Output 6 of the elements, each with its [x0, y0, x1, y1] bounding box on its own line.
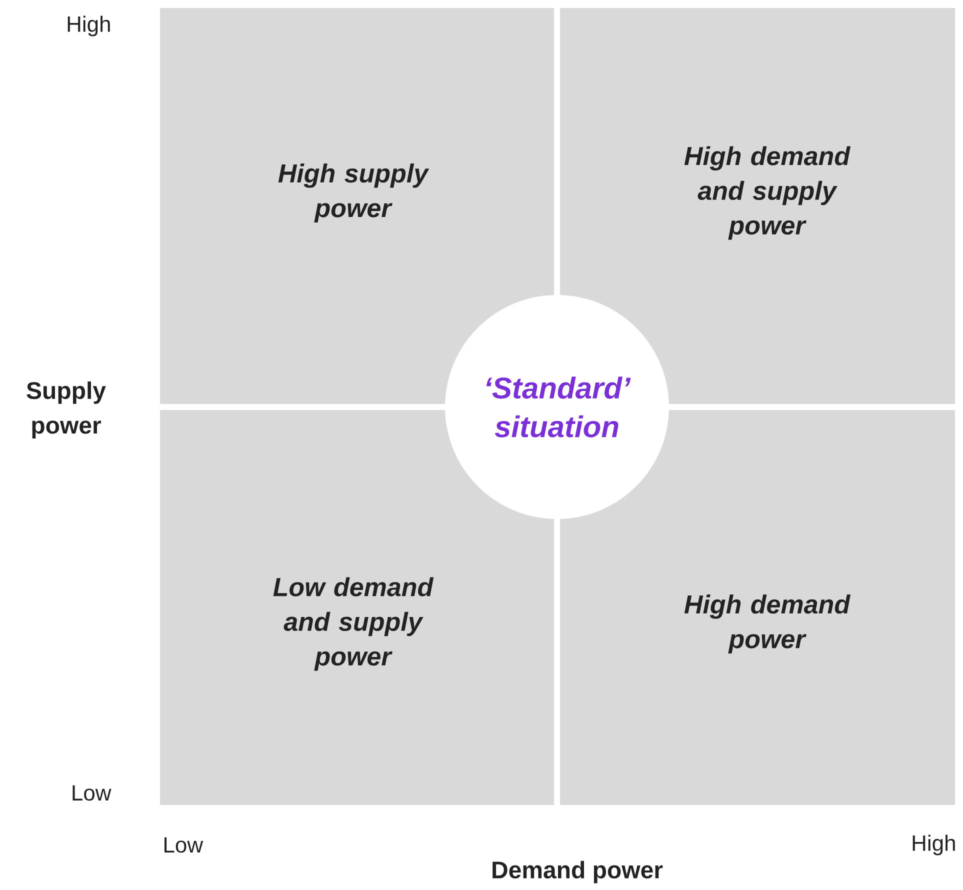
axis-tick-label: Low	[72, 785, 112, 801]
axis-tick-label: Low	[164, 837, 204, 853]
axis-tick-label: High	[68, 16, 110, 36]
axis-title: Supply power	[26, 381, 106, 439]
axis-tick-label: High	[912, 834, 955, 856]
axis-title: Demand power	[492, 860, 663, 884]
